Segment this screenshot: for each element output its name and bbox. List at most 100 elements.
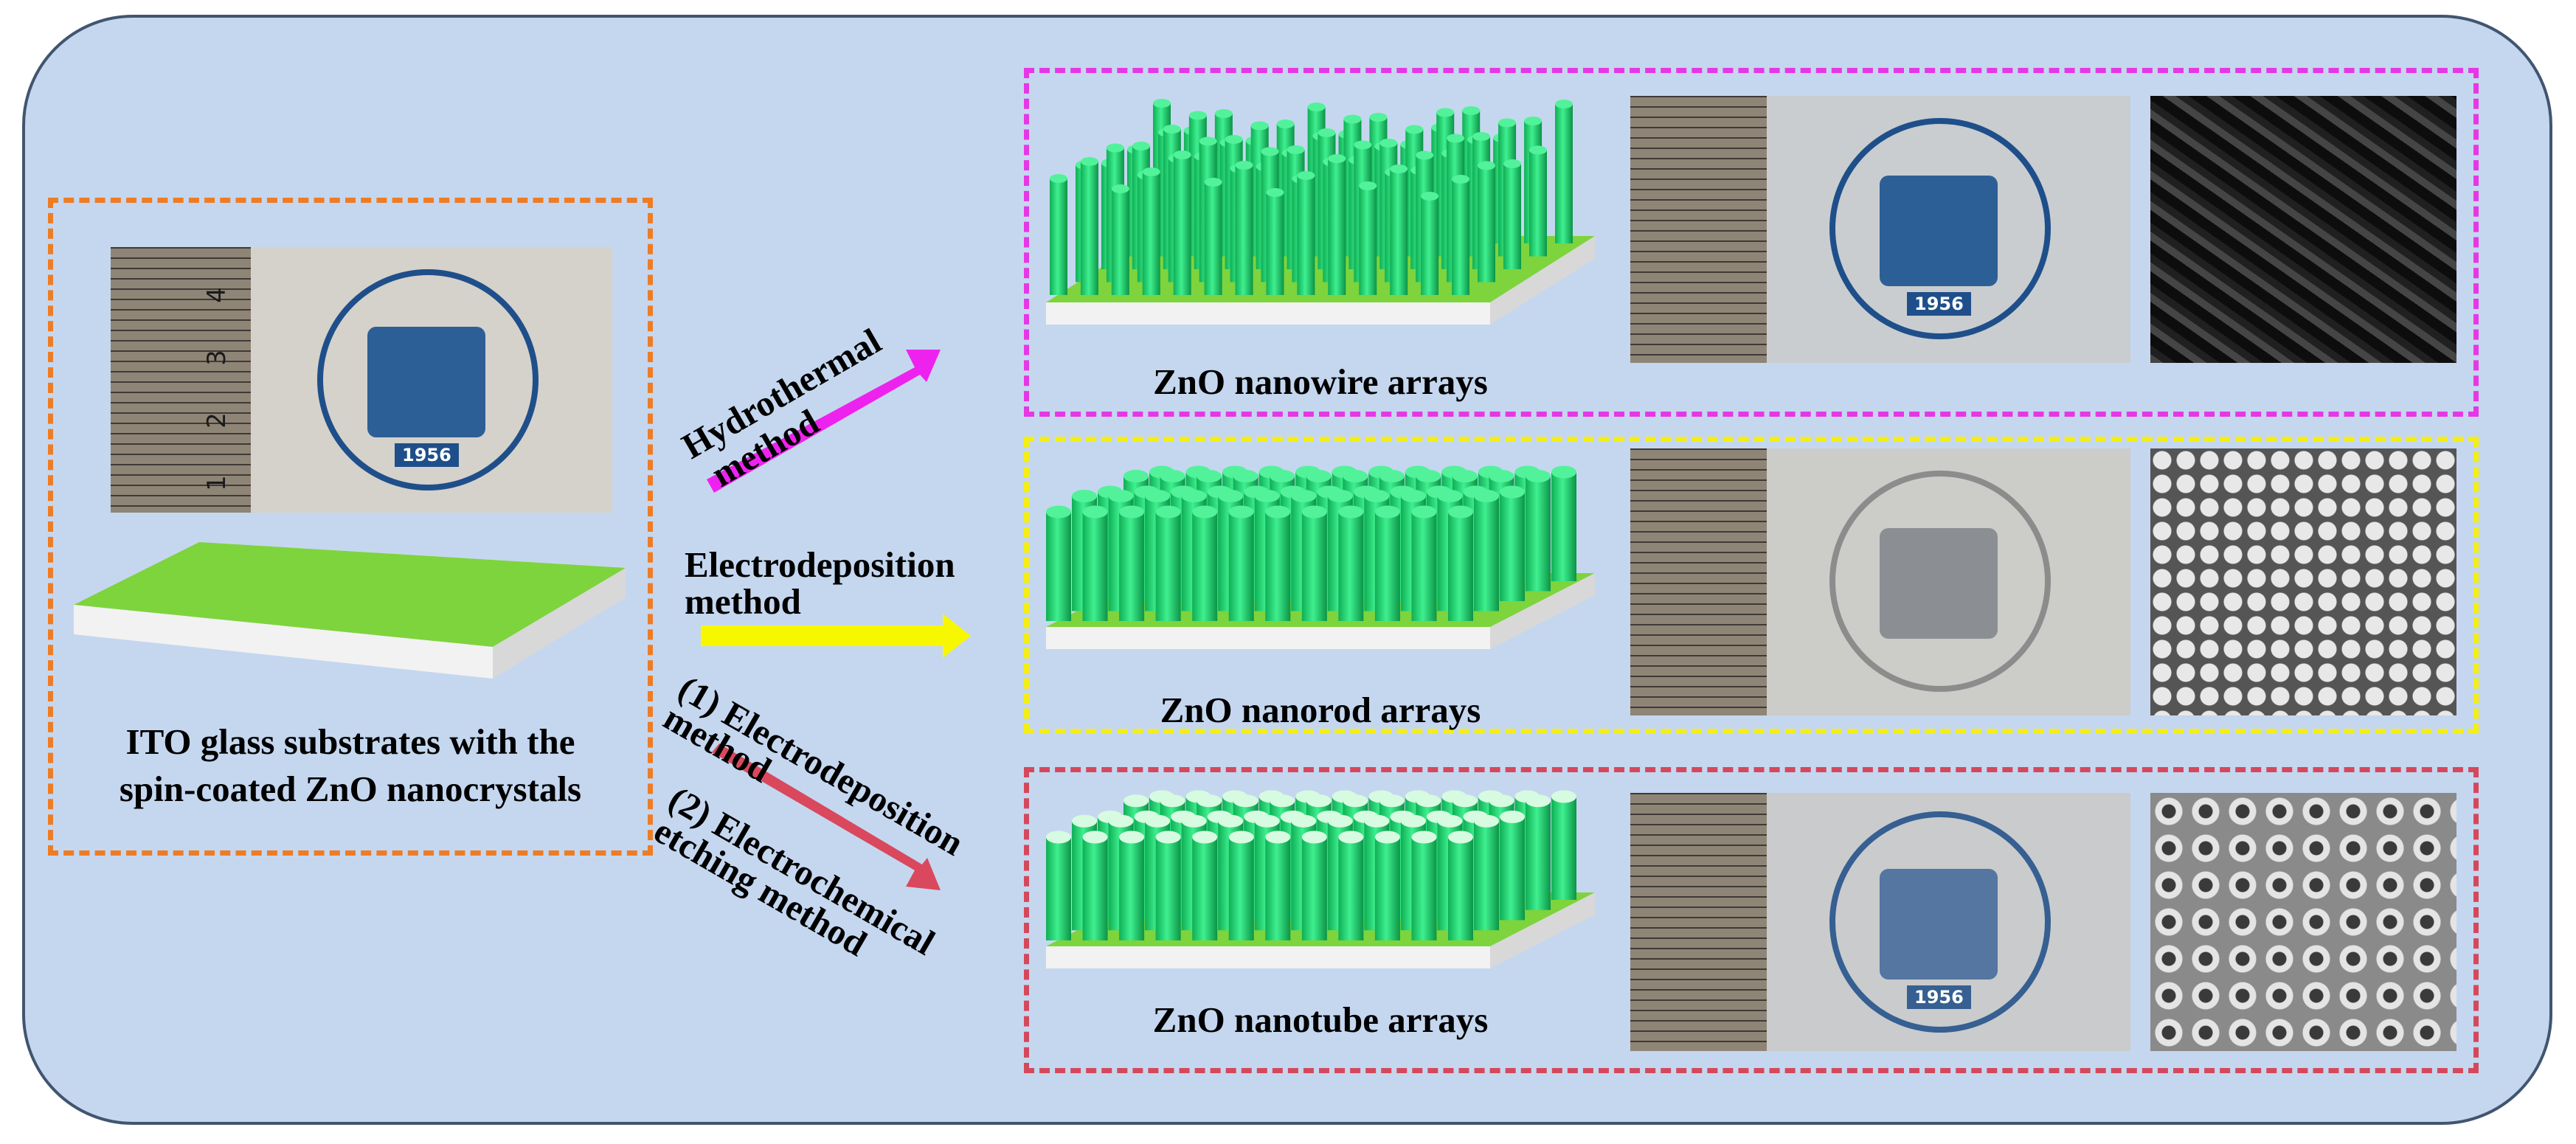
nanowire-rod	[1266, 193, 1284, 295]
nanowire-tip	[1555, 100, 1573, 108]
nanotube-rod	[1155, 837, 1181, 940]
nanorod-result-box	[1024, 437, 2479, 734]
nanotube-rod	[1526, 800, 1551, 910]
nanotube-tip	[1228, 831, 1254, 844]
nanowire-tip	[1421, 192, 1439, 201]
nanotube-tip	[1218, 814, 1244, 828]
nanorod-tip	[1327, 490, 1353, 502]
nanorod-rod	[1411, 512, 1437, 621]
input-substrate-box	[48, 198, 653, 856]
nanorod-tip	[1489, 470, 1514, 482]
nanorod-tip	[1123, 470, 1149, 482]
nanorod-rod	[1119, 512, 1145, 621]
nanowire-tip	[1390, 164, 1408, 173]
nanorod-rod	[1448, 512, 1473, 621]
nanowire-tip	[1261, 147, 1279, 156]
nanotube-tip	[1082, 831, 1108, 844]
nanorod-array	[1046, 465, 1576, 621]
nanowire-tip	[1235, 161, 1253, 170]
nanowire-tip	[1416, 150, 1434, 160]
nanotube-tip	[1155, 831, 1181, 844]
university-seal-logo: 1956	[1829, 118, 2051, 339]
nanowire-tip	[1343, 114, 1362, 124]
university-seal-logo	[1829, 471, 2051, 692]
nanotube-tip	[1489, 794, 1514, 808]
nanotube-sem-image	[2150, 793, 2456, 1051]
nanotube-rod	[1192, 837, 1218, 940]
nanowire-rod	[1390, 169, 1408, 295]
nanotube-tip	[1197, 794, 1222, 808]
nanowire-tip	[1297, 171, 1315, 180]
nanowire-tip	[1462, 106, 1481, 115]
input-caption-line-2: spin-coated ZnO nanocrystals	[119, 769, 582, 809]
nanowire-rod	[1529, 150, 1547, 257]
input-caption-line-1: ITO glass substrates with the	[125, 721, 575, 762]
nanotube-tip	[1123, 794, 1149, 808]
nanorod-tip	[1301, 505, 1327, 519]
nanowire-tip	[1436, 108, 1455, 117]
nanotube-tip	[1306, 794, 1332, 808]
nanotube-tip	[1160, 794, 1185, 808]
nanowire-rod	[1328, 159, 1346, 295]
nanotube-tip	[1145, 814, 1171, 828]
nanorod-tip	[1155, 505, 1181, 519]
nanorod-tip	[1306, 470, 1332, 482]
nanotube-rod	[1119, 837, 1145, 940]
nanorod-photo	[1630, 448, 2130, 715]
nanowire-result-box	[1024, 68, 2479, 417]
nanowire-tip	[1405, 125, 1424, 134]
nanorod-tip	[1046, 505, 1071, 519]
nanotube-rod	[1301, 837, 1327, 940]
nanotube-tip	[1379, 794, 1405, 808]
nanotube-tip	[1411, 831, 1437, 844]
nanorod-tip	[1437, 490, 1463, 502]
nanowire-rod	[1111, 189, 1129, 295]
nanorod-rod	[1338, 512, 1364, 621]
nanotube-tip	[1500, 811, 1525, 823]
nanowire-caption: ZnO nanowire arrays	[1153, 361, 1488, 402]
nanorod-tip	[1072, 490, 1097, 502]
nanowire-tip	[1503, 159, 1521, 168]
nanotube-tip	[1343, 794, 1368, 808]
nanorod-tip	[1452, 470, 1478, 482]
nanowire-tip	[1163, 125, 1181, 134]
nanowire-tip	[1452, 175, 1469, 184]
nanorod-sem-image	[2150, 448, 2456, 715]
nanowire-tip	[1250, 121, 1269, 131]
nanowire-rod	[1142, 172, 1160, 295]
nanotube-rod	[1500, 817, 1525, 921]
nanorod-tip	[1526, 470, 1551, 482]
nanowire-tip	[1359, 181, 1377, 190]
nanowire-rod	[1478, 165, 1495, 282]
nanorod-rod	[1474, 496, 1499, 611]
nanowire-photo: 1956	[1630, 96, 2130, 363]
nanowire-tip	[1498, 118, 1517, 128]
nanowire-tip	[1524, 117, 1543, 125]
nanorod-rod	[1082, 512, 1108, 621]
nanorod-tip	[1416, 470, 1441, 482]
nanotube-tip	[1265, 831, 1291, 844]
nanowire-rod	[1555, 104, 1573, 243]
nanowire-tip	[1318, 128, 1336, 137]
nanowire-tip	[1214, 109, 1233, 118]
nanotube-tip	[1233, 794, 1258, 808]
nanowire-rod	[1080, 162, 1098, 295]
hydrothermal-arrow	[707, 350, 941, 493]
nanotube-tip	[1551, 790, 1576, 803]
nanorod-rod	[1155, 512, 1181, 621]
nanorod-tip	[1270, 470, 1295, 482]
electrochemical-arrow	[712, 743, 941, 890]
nanotube-tip	[1526, 794, 1551, 808]
nanotube-rod	[1374, 837, 1400, 940]
nanowire-rod	[1503, 164, 1521, 269]
nanotube-rod	[1551, 797, 1576, 900]
nanorod-tip	[1343, 470, 1368, 482]
nanowire-rod	[1452, 179, 1469, 295]
nanorod-tip	[1379, 470, 1405, 482]
nanowire-rod	[1297, 176, 1315, 295]
nanowire-tip	[1142, 167, 1160, 176]
nanotube-tip	[1448, 831, 1473, 844]
nanotube-caption: ZnO nanotube arrays	[1152, 999, 1489, 1040]
nanotube-tip	[1181, 814, 1207, 828]
